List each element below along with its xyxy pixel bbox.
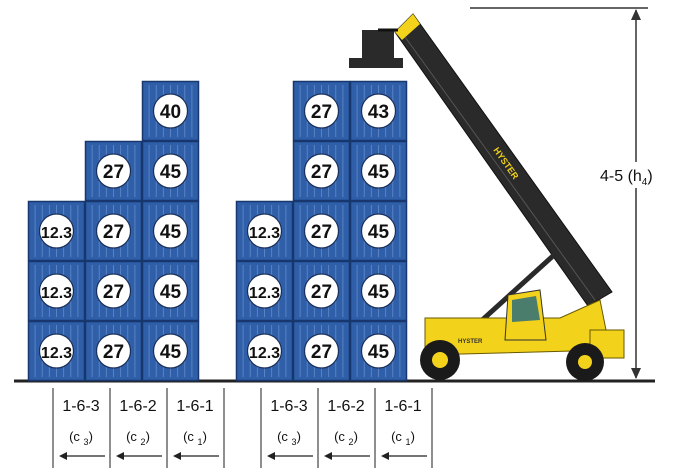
position-number: 1-6-2: [119, 398, 156, 415]
position-number: 1-6-3: [62, 398, 99, 415]
right-container-c2-tier1: 27: [294, 322, 350, 381]
right-container-c2-tier5: 27: [294, 82, 350, 141]
left-container-c1-tier2: 45: [143, 262, 199, 321]
right-container-c1-tier4: 45: [351, 142, 407, 201]
right-container-c1-tier5: 43: [351, 82, 407, 141]
weight-value: 12.3: [249, 225, 280, 242]
column-code: (c 3): [277, 429, 301, 447]
position-number: 1-6-2: [327, 398, 364, 415]
weight-value: 45: [368, 222, 390, 243]
rear-wheel-hub: [578, 355, 592, 369]
weight-value: 40: [160, 102, 181, 123]
right-label-c1: 1-6-1 (c 1): [375, 388, 427, 468]
weight-value: 43: [368, 102, 389, 123]
weight-value: 27: [103, 342, 124, 363]
left-container-c2-tier1: 27: [86, 322, 142, 381]
left-container-stack: 12.3 12.3 12.3 27 27 27 27 45 45 45 45 40: [29, 82, 199, 381]
left-container-c1-tier3: 45: [143, 202, 199, 261]
position-number: 1-6-3: [270, 398, 307, 415]
right-container-c2-tier3: 27: [294, 202, 350, 261]
weight-value: 45: [160, 282, 182, 303]
weight-value: 27: [311, 342, 332, 363]
right-container-c2-tier4: 27: [294, 142, 350, 201]
weight-value: 27: [311, 102, 332, 123]
column-code: (c 2): [334, 429, 358, 447]
left-container-c3-tier3: 12.3: [29, 202, 85, 261]
left-label-c3: 1-6-3 (c 3): [53, 388, 105, 468]
left-container-c1-tier5: 40: [143, 82, 199, 141]
right-label-c2: 1-6-2 (c 2): [318, 388, 370, 468]
weight-value: 45: [368, 282, 390, 303]
right-container-c3-tier3: 12.3: [237, 202, 293, 261]
column-code: (c 1): [183, 429, 207, 447]
arrow-head: [116, 452, 124, 460]
weight-value: 45: [368, 342, 390, 363]
column-code: (c 1): [391, 429, 415, 447]
right-container-c3-tier1: 12.3: [237, 322, 293, 381]
right-container-stack: 12.3 12.3 12.3 27 27 27 27 27 45 45 45 45 43: [237, 82, 407, 381]
weight-value: 12.3: [249, 285, 280, 302]
weight-value: 27: [311, 222, 332, 243]
left-label-c1: 1-6-1 (c 1): [167, 388, 219, 468]
arrow-head: [324, 452, 332, 460]
weight-value: 12.3: [41, 225, 72, 242]
left-container-c3-tier2: 12.3: [29, 262, 85, 321]
height-arrow-top: [631, 9, 641, 20]
boom-edge: [400, 30, 595, 300]
weight-value: 12.3: [249, 345, 280, 362]
right-container-c1-tier1: 45: [351, 322, 407, 381]
left-container-c3-tier1: 12.3: [29, 322, 85, 381]
left-container-c1-tier4: 45: [143, 142, 199, 201]
weight-value: 45: [160, 162, 182, 183]
right-container-c1-tier2: 45: [351, 262, 407, 321]
weight-value: 45: [368, 162, 390, 183]
body-label: HYSTER: [458, 339, 483, 345]
weight-value: 12.3: [41, 285, 72, 302]
weight-value: 45: [160, 342, 182, 363]
spreader-head: [362, 30, 394, 60]
right-label-c3: 1-6-3 (c 3): [261, 388, 313, 468]
right-container-c3-tier2: 12.3: [237, 262, 293, 321]
front-wheel-hub: [432, 352, 448, 368]
weight-value: 27: [311, 162, 332, 183]
left-container-c2-tier4: 27: [86, 142, 142, 201]
weight-value: 27: [103, 222, 124, 243]
right-container-c2-tier2: 27: [294, 262, 350, 321]
position-labels: 1-6-3 (c 3) 1-6-2 (c 2) 1-6-1 (c 1) 1-6-3 (c 3)…: [53, 388, 432, 468]
height-arrow-bottom: [631, 368, 641, 379]
weight-value: 27: [103, 162, 124, 183]
cab-window: [512, 296, 540, 322]
column-code: (c 3): [69, 429, 93, 447]
weight-value: 45: [160, 222, 182, 243]
position-number: 1-6-1: [384, 398, 421, 415]
left-label-c2: 1-6-2 (c 2): [110, 388, 162, 468]
arrow-head: [267, 452, 275, 460]
arrow-head: [173, 452, 181, 460]
weight-value: 27: [311, 282, 332, 303]
left-container-c2-tier2: 27: [86, 262, 142, 321]
arrow-head: [59, 452, 67, 460]
right-container-c1-tier3: 45: [351, 202, 407, 261]
weight-value: 12.3: [41, 345, 72, 362]
column-code: (c 2): [126, 429, 150, 447]
left-container-c1-tier1: 45: [143, 322, 199, 381]
arrow-head: [381, 452, 389, 460]
weight-value: 27: [103, 282, 124, 303]
left-container-c2-tier3: 27: [86, 202, 142, 261]
position-number: 1-6-1: [176, 398, 213, 415]
